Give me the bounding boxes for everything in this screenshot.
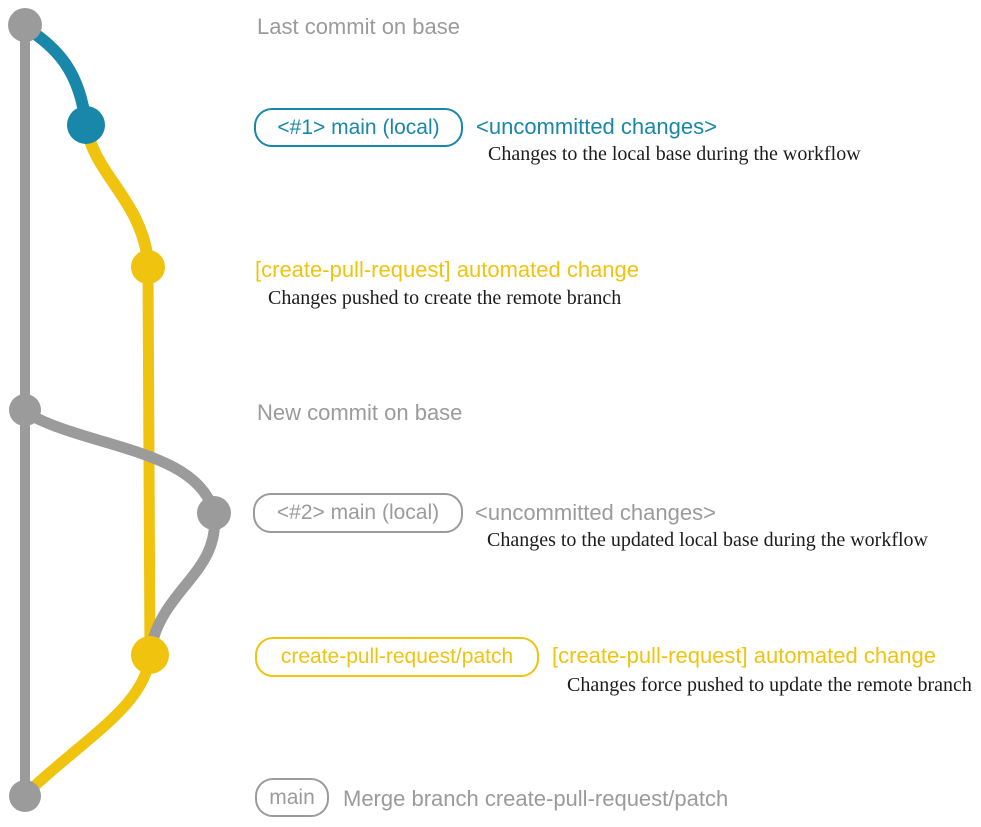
branch-label-main-local-2: <#2> main (local) xyxy=(253,493,463,533)
commit-desc-uncommitted-changes-1: Changes to the local base during the wor… xyxy=(488,143,861,165)
commit-title-uncommitted-changes-1: <uncommitted changes> xyxy=(476,114,717,139)
label-last-commit-on-base: Last commit on base xyxy=(257,14,460,39)
branch-edge-commit1-to-patch xyxy=(80,119,154,273)
branch-edge-commit2-to-patch xyxy=(145,507,221,654)
branch-label-create-pull-request-patch-text: create-pull-request/patch xyxy=(280,645,514,668)
commit-desc-automated-change-1: Changes pushed to create the remote bran… xyxy=(268,287,622,309)
commit-node-automated-change-2 xyxy=(131,636,169,674)
commit-title-automated-change-2: [create-pull-request] automated change xyxy=(552,643,937,668)
branch-label-main-local-2-text: <#2> main (local) xyxy=(276,501,440,524)
commit-title-uncommitted-changes-2: <uncommitted changes> xyxy=(475,500,716,525)
branch-label-main-local-1-text: <#1> main (local) xyxy=(277,115,440,139)
commit-node-automated-change-1 xyxy=(131,250,165,284)
branch-edge-base-to-commit2 xyxy=(19,406,220,519)
commit-title-merge-commit: Merge branch create-pull-request/patch xyxy=(343,786,729,811)
branch-edge-patch-to-merge xyxy=(21,649,156,799)
commit-node-uncommitted-changes-2 xyxy=(197,496,231,530)
branch-label-main-text: main xyxy=(269,785,315,809)
commit-node-new-commit-on-base xyxy=(9,394,41,426)
commit-title-automated-change-1: [create-pull-request] automated change xyxy=(255,257,640,282)
label-new-commit-on-base: New commit on base xyxy=(257,400,463,425)
commit-node-merge-commit xyxy=(9,780,41,812)
commit-desc-uncommitted-changes-2: Changes to the updated local base during… xyxy=(487,529,928,551)
branch-label-main: main xyxy=(255,778,329,817)
branch-label-main-local-1: <#1> main (local) xyxy=(254,108,463,147)
commit-desc-automated-change-2: Changes force pushed to update the remot… xyxy=(567,674,972,696)
branch-label-create-pull-request-patch: create-pull-request/patch xyxy=(255,637,539,677)
commit-node-uncommitted-changes-1 xyxy=(67,106,105,144)
commit-node-last-commit-on-base xyxy=(8,8,42,42)
